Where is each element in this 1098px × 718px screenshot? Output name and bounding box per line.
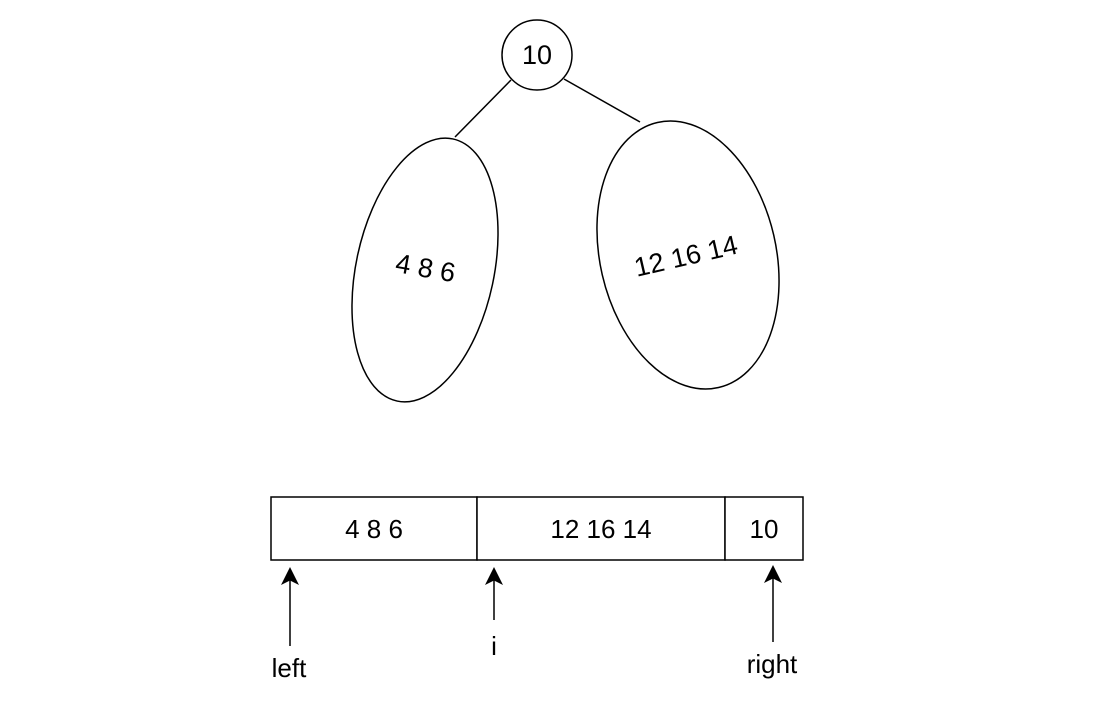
right-subtree-label: 12 16 14 bbox=[631, 230, 740, 283]
array-cell-pivot bbox=[724, 496, 804, 561]
array-cell-right-part-label: 12 16 14 bbox=[550, 514, 651, 544]
right-subtree-ellipse bbox=[596, 120, 780, 390]
root-node-label: 10 bbox=[522, 40, 552, 70]
array-cell-pivot-label: 10 bbox=[750, 514, 779, 544]
right-pointer-label: right bbox=[747, 649, 798, 679]
array-cell-right-part bbox=[476, 496, 726, 561]
array-cell-left-part bbox=[270, 496, 478, 561]
left-subtree-label: 4 8 6 bbox=[393, 248, 457, 288]
edge-root-right bbox=[563, 78, 641, 123]
i-pointer-label: i bbox=[491, 631, 497, 661]
left-subtree-ellipse bbox=[351, 137, 499, 403]
left-pointer-label: left bbox=[272, 653, 307, 683]
array-cell-left-part-label: 4 8 6 bbox=[345, 514, 403, 544]
root-node bbox=[501, 19, 573, 91]
edge-root-left bbox=[454, 79, 512, 138]
